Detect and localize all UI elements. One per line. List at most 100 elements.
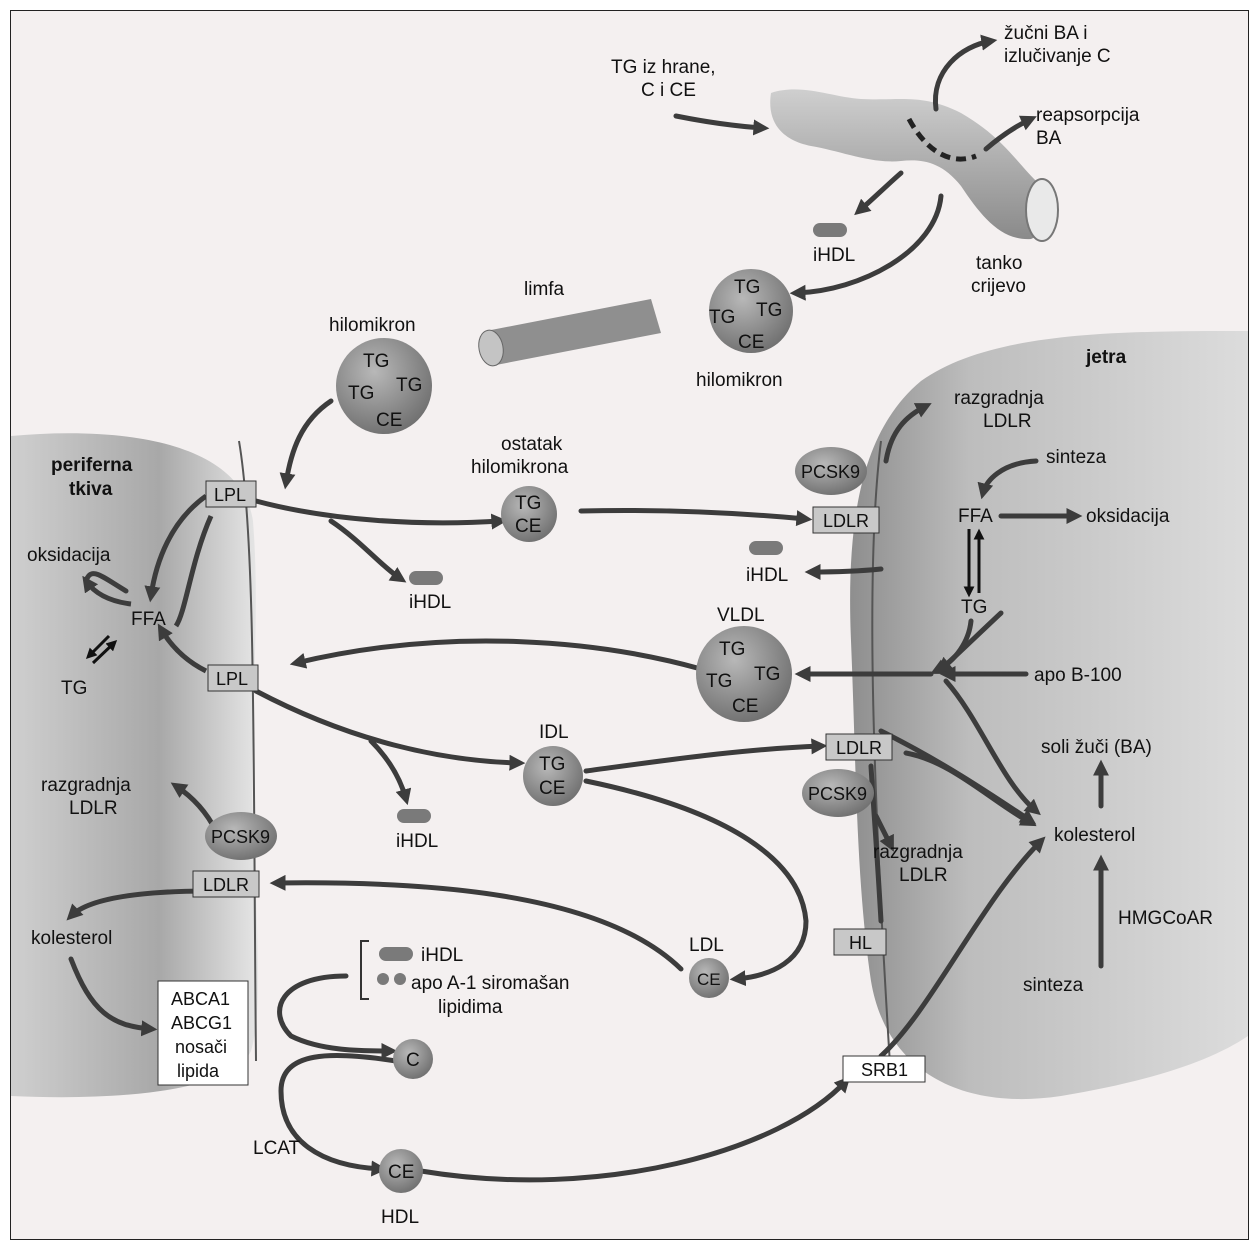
label-tg-liver: TG (961, 597, 987, 618)
lipoprotein-diagram: TG TG TG CE TG TG TG CE TG CE TG TG TG C… (11, 11, 1248, 1239)
tg-text: TG (734, 277, 760, 298)
arrow-lpl-to-ihdl (331, 521, 401, 579)
tg-text: TG (756, 300, 782, 321)
ldlr-box-top: LDLR (813, 507, 879, 533)
ldlr-label: LDLR (823, 511, 869, 531)
apoa-dot-2 (394, 973, 406, 985)
hl-label: HL (849, 933, 872, 953)
tg-text: TG (539, 754, 565, 775)
label-apoa: apo A-1 siromašan (411, 973, 569, 994)
particle-idl: TG CE (523, 746, 583, 806)
abc-transporter-box: ABCA1 ABCG1 nosači lipida (158, 981, 248, 1085)
abca1-label: ABCA1 (171, 989, 230, 1009)
label-periferna-2: tkiva (69, 479, 113, 500)
label-synthesis-top: sinteza (1046, 447, 1107, 468)
particle-c: C (393, 1039, 433, 1079)
label-intestine: tanko (976, 253, 1022, 274)
tg-text: TG (706, 671, 732, 692)
label-hdl: HDL (381, 1207, 419, 1228)
label-degradation-bottom: razgradnja (873, 842, 963, 863)
label-ihdl-legend: iHDL (421, 945, 463, 966)
pcsk9-left: PCSK9 (205, 812, 277, 860)
label-ihdl: iHDL (409, 592, 451, 613)
arrow-chylo-to-lpl (286, 401, 331, 483)
label-intestine-2: crijevo (971, 276, 1026, 297)
lpl-label: LPL (216, 669, 248, 689)
lpl-box-bottom: LPL (208, 665, 258, 691)
ldlr-box-left: LDLR (193, 871, 259, 897)
arrow-lpl2-to-ihdl (371, 741, 406, 799)
label-degradation-left: razgradnja (41, 775, 131, 796)
label-cholesterol-left: kolesterol (31, 928, 112, 949)
label-degradation-top: razgradnja (954, 388, 1044, 409)
srb1-label: SRB1 (861, 1060, 908, 1080)
label-idl: IDL (539, 722, 569, 743)
label-ostatak-2: hilomikrona (471, 457, 569, 478)
label-oxidation-left: oksidacija (27, 545, 111, 566)
hl-box: HL (834, 929, 886, 955)
tg-text: TG (348, 383, 374, 404)
label-tg-food-2: C i CE (641, 80, 696, 101)
label-bile: žučni BA i (1004, 23, 1087, 44)
label-ldl: LDL (689, 935, 724, 956)
tg-text: TG (719, 639, 745, 660)
ce-text: CE (697, 970, 721, 989)
label-bile-salts: soli žuči (BA) (1041, 737, 1152, 758)
ce-text: CE (376, 410, 402, 431)
label-hilomikron: hilomikron (696, 370, 783, 391)
label-vldl: VLDL (717, 605, 765, 626)
label-reabsorption: reapsorpcija (1036, 105, 1140, 126)
tg-text: TG (709, 307, 735, 328)
pcsk9-mid: PCSK9 (802, 769, 874, 817)
label-synthesis-bottom: sinteza (1023, 975, 1084, 996)
label-jetra: jetra (1085, 347, 1127, 368)
particle-chylomicron-right: TG TG TG CE (709, 269, 793, 353)
arrow-reabsorption (986, 119, 1031, 149)
figure-frame: TG TG TG CE TG TG TG CE TG CE TG TG TG C… (10, 10, 1249, 1240)
legend-bracket (361, 941, 369, 999)
lpl-box-top: LPL (206, 481, 256, 507)
pcsk9-top: PCSK9 (795, 447, 867, 495)
srb1-box: SRB1 (843, 1056, 925, 1082)
label-tg-food: TG iz hrane, (611, 57, 716, 78)
abcg1-label: ABCG1 (171, 1013, 232, 1033)
ce-text: CE (738, 332, 764, 353)
ihdl-pill-top (813, 223, 847, 237)
ce-text: CE (732, 696, 758, 717)
tg-text: TG (396, 375, 422, 396)
lipida-label: lipida (177, 1061, 220, 1081)
lymph-vessel (486, 299, 661, 365)
pcsk9-label: PCSK9 (808, 784, 867, 804)
ldlr-label: LDLR (203, 875, 249, 895)
ce-text: CE (515, 516, 541, 537)
particle-ldl: CE (689, 958, 729, 998)
arrow-lpl-to-remnant (256, 501, 501, 523)
arrow-idl-to-ldlr (586, 746, 821, 771)
label-oxidation-liver: oksidacija (1086, 506, 1170, 527)
nosaci-label: nosači (175, 1037, 227, 1057)
pcsk9-label: PCSK9 (801, 462, 860, 482)
label-tg-left: TG (61, 678, 87, 699)
ihdl-pill-lpl (409, 571, 443, 585)
arrow-hdl-to-srb1 (421, 1081, 846, 1180)
ldlr-label: LDLR (836, 738, 882, 758)
apoa-dot-1 (377, 973, 389, 985)
label-hmgcoar: HMGCoAR (1118, 908, 1213, 929)
label-cholesterol-right: kolesterol (1054, 825, 1135, 846)
arrow-liver-to-ihdl (811, 569, 881, 572)
label-ihdl: iHDL (813, 245, 855, 266)
label-degradation-top-2: LDLR (983, 411, 1032, 432)
ldlr-box-mid: LDLR (826, 734, 892, 760)
label-lcat: LCAT (253, 1138, 301, 1159)
label-ffa-liver: FFA (958, 506, 993, 527)
label-hilomikron: hilomikron (329, 315, 416, 336)
lpl-label: LPL (214, 485, 246, 505)
intestine-opening (1026, 179, 1058, 241)
ce-text: CE (388, 1162, 414, 1183)
label-ffa-left: FFA (131, 609, 166, 630)
arrow-ihdl-to-c (280, 976, 391, 1051)
label-ostatak: ostatak (501, 434, 563, 455)
label-degradation-left-2: LDLR (69, 798, 118, 819)
tg-text: TG (363, 351, 389, 372)
particle-chylomicron-left: TG TG TG CE (336, 338, 432, 434)
